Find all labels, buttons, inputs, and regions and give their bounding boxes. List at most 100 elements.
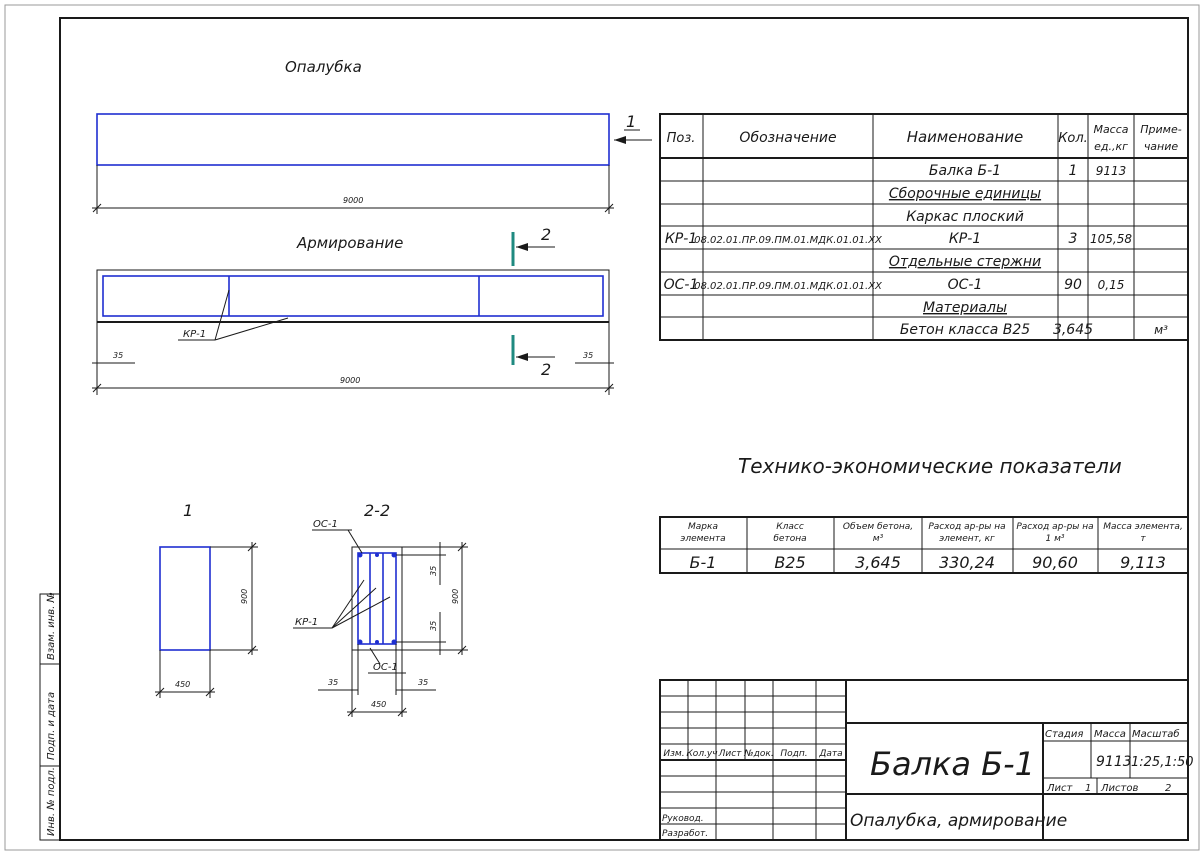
tep-header-cell-line2: элемент, кг bbox=[939, 534, 995, 544]
tep-header-cell-line2: 1 м³ bbox=[1046, 534, 1065, 544]
spec-cell: 08.02.01.ПР.09.ПМ.01.МДК.01.01.ХХ bbox=[694, 235, 883, 246]
spec-header-cell-line2: чание bbox=[1144, 140, 1179, 153]
reinforcement-title: Армирование bbox=[296, 234, 403, 252]
beam-elevation bbox=[96, 113, 610, 166]
spec-cell: 1 bbox=[1069, 163, 1078, 179]
spec-header-cell: Наименование bbox=[907, 128, 1024, 146]
sheet-outline bbox=[4, 4, 1200, 851]
tep-title: Технико-экономические показатели bbox=[738, 454, 1122, 478]
tep-header-cell: Масса элемента, bbox=[1103, 522, 1183, 532]
tb-col-header: Кол.уч bbox=[686, 749, 717, 759]
tb-col-header: Изм. bbox=[663, 749, 684, 759]
tb-sheet-label: Лист bbox=[1046, 783, 1074, 794]
tb-col-header: Дата bbox=[818, 749, 842, 759]
tep-header-cell-line2: бетона bbox=[773, 534, 806, 544]
formwork-view: Опалубка 9000 1 bbox=[92, 58, 652, 214]
spec-cell: ОС-1 bbox=[948, 277, 983, 293]
tep-header-cell: Расход ар-ры на bbox=[928, 522, 1005, 532]
spec-header-cell: Приме- bbox=[1140, 123, 1181, 136]
reinforcement-view: Армирование КР-1 35 35 9000 2 2 bbox=[92, 225, 614, 395]
tep-header-cell-line2: элемента bbox=[680, 534, 725, 544]
spec-cell: Сборочные единицы bbox=[889, 186, 1041, 202]
section1-width: 450 bbox=[175, 680, 190, 689]
section2-cover-right: 35 bbox=[418, 678, 428, 687]
tep-header-cell: Класс bbox=[776, 522, 804, 532]
tep-value-cell: 330,24 bbox=[939, 553, 995, 572]
tb-scale-value: 1:25,1:50 bbox=[1131, 755, 1194, 770]
spec-header-cell: Кол. bbox=[1058, 131, 1088, 146]
tep-block: Технико-экономические показатели Марка эл… bbox=[659, 454, 1189, 574]
spec-cell: м³ bbox=[1154, 323, 1168, 337]
tb-sheets-label: Листов bbox=[1100, 783, 1138, 794]
spec-cell: Бетон класса В25 bbox=[900, 322, 1030, 338]
section-1: 1 900 450 bbox=[155, 501, 258, 698]
tb-sheets-value: 2 bbox=[1165, 783, 1171, 794]
drawing-title: Балка Б-1 bbox=[870, 745, 1035, 783]
spec-cell: КР-1 bbox=[949, 231, 981, 247]
reinf-offset-left: 35 bbox=[113, 351, 123, 360]
section2-title: 2-2 bbox=[364, 501, 390, 520]
tb-role-developer: Разработ. bbox=[662, 829, 708, 839]
cage-kr1 bbox=[102, 275, 604, 317]
tep-value-cell: 9,113 bbox=[1120, 553, 1166, 572]
spec-cell: Материалы bbox=[923, 300, 1007, 316]
spec-cell: Отдельные стержни bbox=[889, 254, 1041, 270]
tep-value-cell: 3,645 bbox=[855, 553, 901, 572]
spec-cell: 3,645 bbox=[1053, 322, 1093, 338]
spec-cell: 3 bbox=[1069, 231, 1078, 247]
spec-header-cell: Обозначение bbox=[739, 130, 836, 146]
side-stamp-sign: Подп. и дата bbox=[46, 692, 57, 760]
spec-header-cell-line2: ед.,кг bbox=[1094, 140, 1128, 153]
tb-stage-label: Стадия bbox=[1045, 729, 1083, 740]
reinf-kr1-label: КР-1 bbox=[183, 329, 206, 340]
formwork-title: Опалубка bbox=[285, 58, 362, 76]
tep-value-cell: 90,60 bbox=[1032, 553, 1078, 572]
tep-header-cell: Объем бетона, bbox=[843, 522, 913, 532]
section2-height: 900 bbox=[451, 589, 460, 604]
section2-cover-left: 35 bbox=[328, 678, 338, 687]
tb-role-lead: Руковод. bbox=[662, 814, 704, 824]
side-stamp-replace: Взам. инв. № bbox=[46, 592, 57, 660]
sheet-subtitle: Опалубка, армирование bbox=[850, 811, 1067, 831]
tb-col-header: Подп. bbox=[780, 749, 807, 759]
side-stamp: Взам. инв. № Подп. и дата Инв. № подл. bbox=[39, 592, 61, 841]
side-stamp-inv: Инв. № подл. bbox=[46, 767, 57, 836]
spec-cell: 105,58 bbox=[1090, 232, 1132, 246]
spec-cell: КР-1 bbox=[665, 231, 697, 247]
drawing-frame bbox=[59, 17, 1189, 841]
tb-mass-label: Масса bbox=[1094, 729, 1126, 740]
tb-col-header: Лист bbox=[718, 749, 743, 759]
section2-dim-bottom: 35 bbox=[429, 621, 438, 631]
spec-cell: 9113 bbox=[1096, 164, 1127, 178]
callout-2-bottom: 2 bbox=[541, 360, 551, 379]
tep-header-cell: Марка bbox=[688, 522, 718, 532]
tep-value-cell: Б-1 bbox=[690, 553, 717, 572]
tb-sheet-value: 1 bbox=[1085, 783, 1091, 794]
spec-cell: Балка Б-1 bbox=[929, 163, 1001, 179]
section2-os1-bottom: ОС-1 bbox=[373, 662, 398, 673]
section1-title: 1 bbox=[183, 501, 193, 520]
section1-outline bbox=[159, 546, 211, 651]
section2-dim-top: 35 bbox=[429, 566, 438, 576]
reinf-offset-right: 35 bbox=[583, 351, 593, 360]
callout-1: 1 bbox=[626, 112, 636, 131]
tb-col-header: №док. bbox=[743, 749, 773, 759]
tb-mass-value: 9113 bbox=[1096, 754, 1132, 770]
spec-header-cell: Масса bbox=[1093, 123, 1128, 136]
spec-cell: 08.02.01.ПР.09.ПМ.01.МДК.01.01.ХХ bbox=[694, 281, 883, 292]
callout-2-top: 2 bbox=[541, 225, 551, 244]
spec-cell: ОС-1 bbox=[664, 277, 699, 293]
section2-kr1: КР-1 bbox=[295, 617, 318, 628]
section1-height: 900 bbox=[240, 589, 249, 604]
section2-os1-top: ОС-1 bbox=[313, 519, 338, 530]
spec-cell: 90 bbox=[1064, 277, 1082, 293]
formwork-length: 9000 bbox=[343, 196, 363, 205]
tb-scale-label: Масштаб bbox=[1132, 728, 1180, 740]
